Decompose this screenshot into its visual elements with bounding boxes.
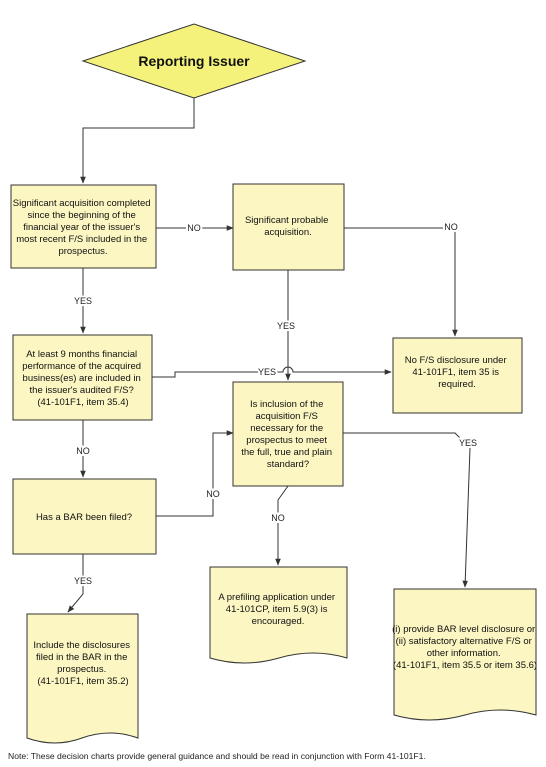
edge-label-bar-inclusion: NO — [206, 489, 220, 499]
edge-probable-to-none — [344, 227, 458, 337]
edge-label-inclusion-provide: YES — [459, 438, 477, 448]
svg-text:Include the disclosures: Include the disclosures filed in the BAR… — [33, 640, 132, 687]
edge-label-nine-bar: NO — [76, 446, 90, 456]
node-nine-months: At least 9 months financial performance … — [12, 334, 153, 421]
svg-text:Significant acquisition comple: Significant acquisition completed since … — [13, 198, 153, 257]
svg-text:Has a BAR been filed?: Has a BAR been filed? — [36, 512, 132, 523]
node-significant-acquisition: Significant acquisition completed since … — [10, 184, 157, 269]
svg-text:Significant probable acq: Significant probable acquisition. — [245, 215, 331, 238]
edge-bar-to-include — [67, 554, 84, 613]
edge-label-sig-nine: YES — [74, 296, 92, 306]
edge-inclusion-to-prefiling — [275, 485, 289, 566]
edge-inclusion-to-provide — [343, 432, 471, 588]
diagram-title: Reporting Issuer — [138, 53, 250, 69]
svg-text:Is inclusion of the acqu: Is inclusion of the acquisition F/S nece… — [241, 399, 334, 470]
edge-label-probable-inclusion: YES — [277, 321, 295, 331]
footnote: Note: These decision charts provide gene… — [8, 751, 426, 761]
node-include-disclosures: Include the disclosures filed in the BAR… — [26, 613, 139, 744]
edge-label-probable-none: NO — [444, 222, 458, 232]
reporting-issuer-diamond — [81, 23, 307, 99]
node-provide-bar: (i) provide BAR level disclosure or (ii)… — [392, 588, 538, 721]
node-no-disclosure: No F/S disclosure under 41-101F1, item 3… — [392, 337, 523, 414]
edge-label-nine-none: YES — [258, 367, 276, 377]
edge-title-to-significant — [80, 98, 195, 184]
node-bar-filed: Has a BAR been filed? — [12, 478, 157, 555]
edge-nine-to-none — [152, 366, 392, 378]
edge-label-bar-include: YES — [74, 576, 92, 586]
svg-text:At least 9 months financial: At least 9 months financial performance … — [22, 349, 143, 408]
node-probable-acquisition: Significant probable acquisition. — [232, 183, 345, 271]
edge-label-inclusion-prefiling: NO — [271, 513, 285, 523]
svg-text:(i) provide BAR level disclosu: (i) provide BAR level disclosure or (ii)… — [392, 624, 538, 671]
edge-bar-to-inclusion — [156, 430, 234, 517]
edge-label-sig-probable: NO — [187, 223, 201, 233]
svg-text:No F/S disclosure under: No F/S disclosure under 41-101F1, item 3… — [405, 355, 510, 390]
svg-text:A prefiling application under: A prefiling application under 41-101CP, … — [218, 592, 337, 627]
node-prefiling: A prefiling application under 41-101CP, … — [209, 566, 348, 664]
node-inclusion-necessary: Is inclusion of the acquisition F/S nece… — [232, 381, 344, 487]
